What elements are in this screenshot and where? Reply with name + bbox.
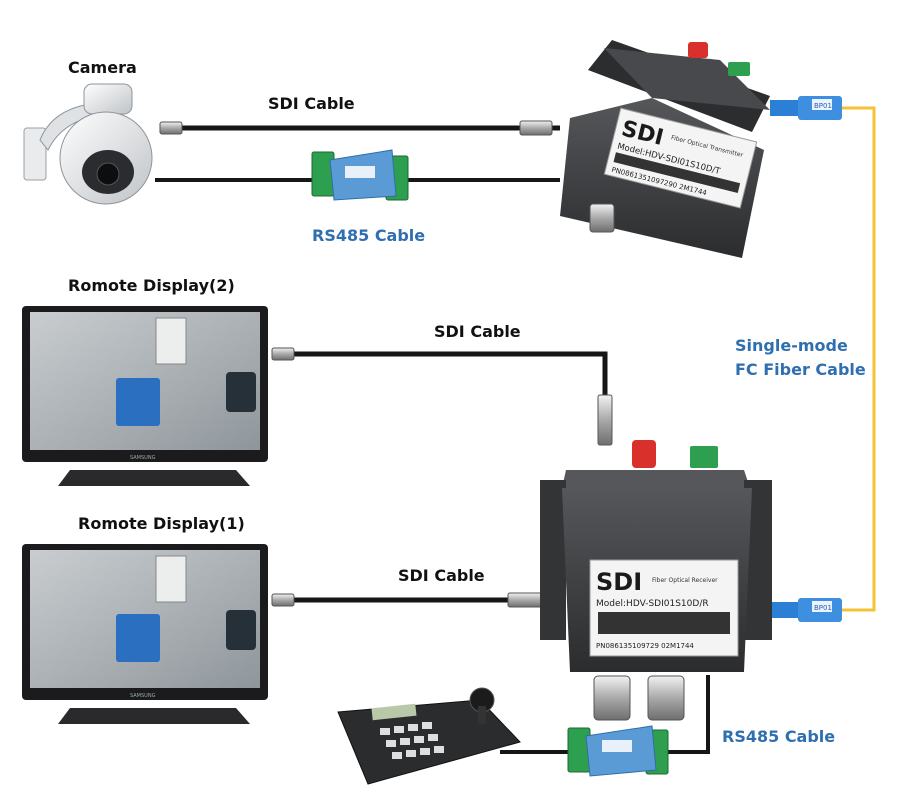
receiver-flange-right xyxy=(744,480,772,640)
road-scene-car xyxy=(226,610,256,650)
receiver-type: Fiber Optical Receiver xyxy=(652,577,718,584)
power-connector xyxy=(632,440,656,468)
bnc-connector xyxy=(507,592,543,608)
fiber-cable-label-line2: FC Fiber Cable xyxy=(735,360,866,379)
power-connector xyxy=(688,42,708,58)
receiver-top xyxy=(562,470,750,488)
rs485-cable-bottom-right xyxy=(668,675,710,754)
barcode xyxy=(598,612,730,634)
receiver-model: Model:HDV-SDI01S10D/R xyxy=(596,599,709,609)
bnc-connector xyxy=(597,394,613,446)
fiber-cable-label-line1: Single-mode xyxy=(735,336,848,355)
rs485-cable-top-label: RS485 Cable xyxy=(312,226,426,245)
bnc-connector xyxy=(271,593,295,607)
road-scene-vehicle xyxy=(116,378,160,426)
fiber-receiver: SDI Fiber Optical Receiver Model:HDV-SDI… xyxy=(540,440,772,721)
terminal-block xyxy=(311,151,335,197)
bnc-port xyxy=(593,675,631,721)
bnc-connector xyxy=(159,121,183,135)
receiver-flange-left xyxy=(540,480,566,640)
receiver-brand: SDI xyxy=(596,568,642,596)
monitor-brand: SAMSUNG xyxy=(130,455,156,461)
sdi-cable-top-label: SDI Cable xyxy=(268,94,355,113)
monitor-brand: SAMSUNG xyxy=(130,693,156,699)
terminal-connector xyxy=(728,62,750,76)
bnc-connectors xyxy=(159,120,613,608)
bnc-port xyxy=(647,675,685,721)
receiver-label xyxy=(589,559,739,657)
display-2-label: Romote Display(2) xyxy=(68,276,235,295)
road-scene-vehicle xyxy=(116,614,160,662)
camera-lens xyxy=(96,162,120,186)
keyboard-body xyxy=(337,699,521,785)
terminal-connector xyxy=(690,446,718,468)
module-label xyxy=(345,166,375,178)
rs485-module-top xyxy=(311,149,409,201)
monitor-display-2: SAMSUNG xyxy=(22,306,268,486)
fiber-connector-label: BP01 xyxy=(814,604,832,612)
road-scene-truck xyxy=(155,555,187,603)
sdi-cable-low-label: SDI Cable xyxy=(398,566,485,585)
keyboard-lcd xyxy=(371,703,417,721)
monitor-stand xyxy=(58,708,250,724)
fiber-cable xyxy=(842,106,876,612)
fiber-connector-bottom: BP01 xyxy=(770,598,842,622)
fiber-transmitter: SDI Fiber Optical Transmitter Model:HDV-… xyxy=(560,40,770,258)
bnc-connector xyxy=(271,347,295,361)
terminal-block xyxy=(567,727,591,773)
rs485-cable-bottom-label: RS485 Cable xyxy=(722,727,836,746)
bnc-connector xyxy=(519,120,553,136)
ptz-keyboard-controller xyxy=(337,687,521,785)
display-1-label: Romote Display(1) xyxy=(78,514,245,533)
sdi-cable-mid xyxy=(278,351,608,440)
fiber-connector-top: BP01 xyxy=(770,96,842,120)
camera-housing-top xyxy=(83,83,133,115)
monitor-display-1: SAMSUNG xyxy=(22,544,268,724)
bnc-port xyxy=(589,203,615,233)
camera-label: Camera xyxy=(68,58,137,77)
keypad xyxy=(380,722,444,759)
road-scene-car xyxy=(226,372,256,412)
receiver-pn: PN086135109729 02M1744 xyxy=(596,642,694,650)
fiber-connector-label: BP01 xyxy=(814,102,832,110)
rs485-module-bottom xyxy=(567,725,669,777)
sdi-cable-mid-label: SDI Cable xyxy=(434,322,521,341)
joystick-stem xyxy=(478,706,486,724)
transmitter-top xyxy=(604,48,770,110)
module-label xyxy=(602,740,632,752)
ptz-camera xyxy=(23,83,153,205)
road-scene-truck xyxy=(155,317,187,365)
monitor-stand xyxy=(58,470,250,486)
barcode xyxy=(613,152,741,193)
